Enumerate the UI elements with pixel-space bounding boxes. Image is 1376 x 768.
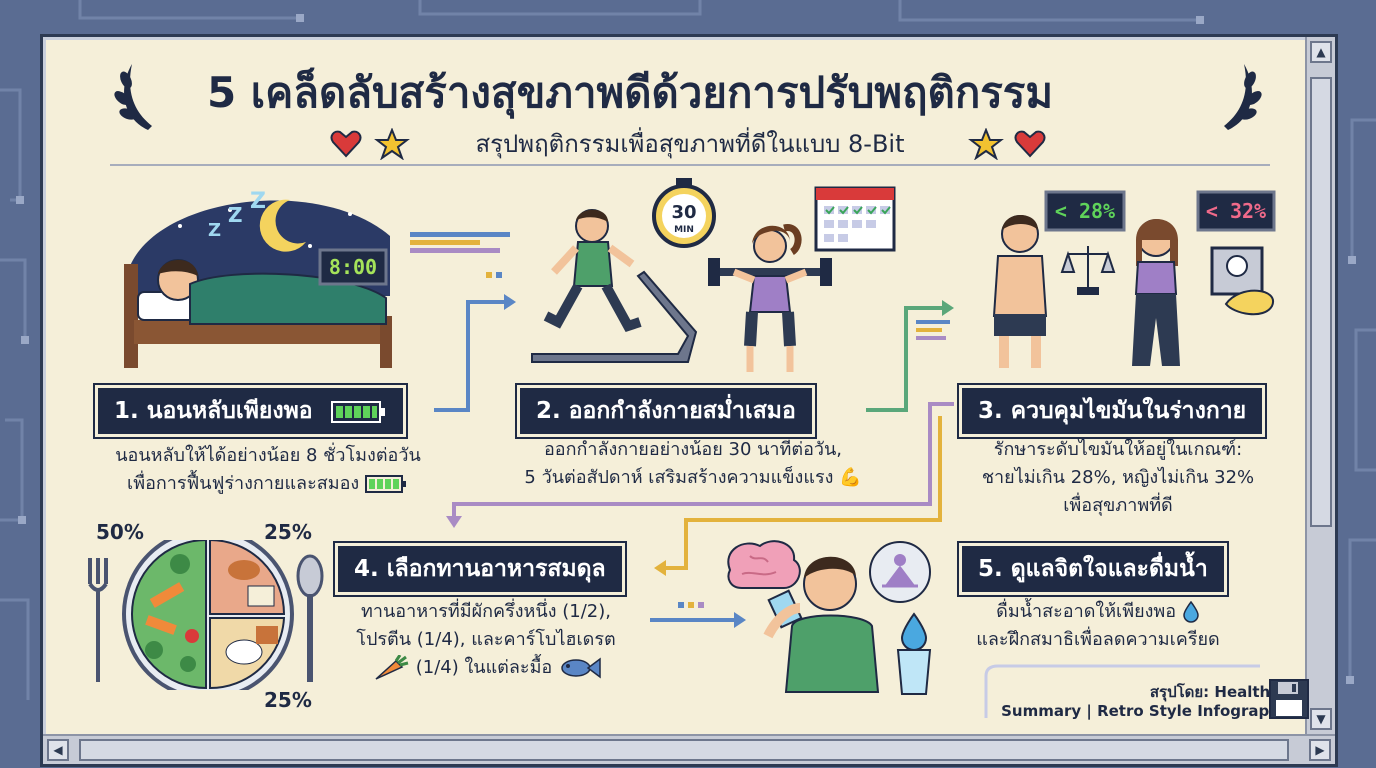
- scroll-down-icon[interactable]: ▼: [1310, 708, 1332, 730]
- arrow-2-to-3: [866, 300, 954, 412]
- tip-4-desc-line: (1/4) ในแต่ละมื้อ: [336, 654, 636, 682]
- tip-1-description: นอนหลับให้ได้อย่างน้อย 8 ชั่วโมงต่อวัน เ…: [88, 442, 448, 498]
- arrow-3-to-4: [446, 402, 954, 576]
- tip-1-desc-line: เพื่อการฟื้นฟูร่างกายและสมอง: [88, 470, 448, 498]
- floppy-disk-icon: [1269, 679, 1309, 719]
- horizontal-scroll-thumb[interactable]: [79, 739, 1289, 761]
- flexed-arm-icon: 💪: [839, 467, 862, 488]
- horizontal-scrollbar[interactable]: ◀ ▶: [43, 734, 1335, 764]
- vertical-scrollbar[interactable]: ▲ ▼: [1305, 37, 1335, 734]
- tip-5-desc-line: ดื่มน้ำสะอาดให้เพียงพอ: [948, 598, 1248, 626]
- scroll-up-icon[interactable]: ▲: [1310, 41, 1332, 63]
- clock-readout: 8:00: [329, 255, 377, 279]
- tip-2-label: 2. ออกกำลังกายสม่ำเสมอ: [536, 398, 796, 424]
- tip-1-label: 1. นอนหลับเพียงพอ: [114, 398, 313, 424]
- tip-2-description: ออกกำลังกายอย่างน้อย 30 นาทีต่อวัน, 5 วั…: [478, 436, 908, 492]
- tip-4-label: 4. เลือกทานอาหารสมดุล: [354, 556, 606, 582]
- tip-1-desc-line: นอนหลับให้ได้อย่างน้อย 8 ชั่วโมงต่อวัน: [115, 445, 421, 466]
- tip-3-label: 3. ควบคุมไขมันในร่างกาย: [978, 398, 1247, 424]
- heart-icon: [1014, 130, 1046, 158]
- svg-text:Z: Z: [208, 220, 221, 241]
- tip-5-desc-line: และฝึกสมาธิเพื่อลดความเครียด: [976, 629, 1220, 650]
- stopwatch-icon: 30 MIN: [652, 178, 716, 248]
- fish-icon: [561, 657, 601, 679]
- laurel-right-icon: [1224, 64, 1262, 130]
- arrow-1-to-2: [410, 232, 516, 412]
- water-drop-icon: [900, 612, 928, 651]
- tip-3-badge: 3. ควบคุมไขมันในร่างกาย: [962, 388, 1263, 434]
- plate-pct-carb: 25%: [264, 688, 312, 712]
- tip-3-description: รักษาระดับไขมันให้อยู่ในเกณฑ์: ชายไม่เกิ…: [948, 436, 1288, 520]
- water-drop-icon: [1183, 600, 1199, 623]
- zzz-icon: Z Z Z: [208, 189, 266, 241]
- vertical-scroll-thumb[interactable]: [1310, 77, 1332, 527]
- page-title: 5 เคล็ดลับสร้างสุขภาพดีด้วยการปรับพฤติกร…: [206, 68, 1054, 117]
- svg-text:MIN: MIN: [674, 225, 694, 235]
- credit-line-1: สรุปโดย: HealthBit: [1149, 683, 1294, 701]
- tip-3-desc-line: เพื่อสุขภาพที่ดี: [1063, 495, 1173, 516]
- female-readout: < 32%: [1206, 199, 1266, 223]
- svg-text:30: 30: [671, 202, 696, 223]
- brain-icon: [727, 540, 801, 589]
- svg-text:Z: Z: [228, 203, 243, 227]
- heart-icon: [330, 130, 362, 158]
- star-icon: [968, 128, 1004, 160]
- tip-5-badge: 5. ดูแลจิตใจและดื่มน้ำ: [962, 546, 1224, 592]
- plate-pct-protein: 25%: [264, 520, 312, 544]
- title-divider: [110, 164, 1270, 166]
- spoon-icon: [296, 554, 324, 682]
- tip-5-description: ดื่มน้ำสะอาดให้เพียงพอ และฝึกสมาธิเพื่อล…: [948, 598, 1248, 654]
- scroll-right-icon[interactable]: ▶: [1309, 739, 1331, 761]
- credit-line-2: Summary | Retro Style Infographic: [1001, 702, 1294, 720]
- svg-text:Z: Z: [250, 189, 266, 214]
- credit-frame: [984, 664, 1260, 718]
- tip-5-label: 5. ดูแลจิตใจและดื่มน้ำ: [978, 556, 1208, 582]
- carrot-icon: [375, 654, 409, 680]
- plate-illustration: [88, 540, 324, 690]
- fork-icon: [88, 558, 108, 682]
- tip-2-desc-line: 5 วันต่อสัปดาห์ เสริมสร้างความแข็งแรง 💪: [524, 467, 862, 488]
- heart-star-right-icon: [968, 128, 1046, 160]
- scroll-left-icon[interactable]: ◀: [47, 739, 69, 761]
- exercise-illustration: 30 MIN: [531, 178, 896, 372]
- tip-4-desc-line: ทานอาหารที่มีผักครึ่งหนึ่ง (1/2),: [361, 601, 611, 622]
- meditation-bubble-icon: [869, 541, 931, 603]
- heart-star-left-icon: [330, 128, 410, 160]
- tip-2-desc-line: ออกกำลังกายอย่างน้อย 30 นาทีต่อวัน,: [543, 439, 843, 460]
- page-subtitle: สรุปพฤติกรรมเพื่อสุขภาพที่ดีในแบบ 8-Bit: [475, 130, 905, 158]
- arrow-4-to-5: [650, 602, 746, 628]
- tip-4-desc-line: โปรตีน (1/4), และคาร์โบไฮเดรต: [356, 629, 616, 650]
- tip-3-desc-line: รักษาระดับไขมันให้อยู่ในเกณฑ์:: [993, 439, 1243, 460]
- tip-3-desc-line: ชายไม่เกิน 28%, หญิงไม่เกิน 32%: [981, 467, 1255, 488]
- scale-tape-icon: [1210, 246, 1275, 316]
- sleep-illustration: Z Z Z 8:00: [124, 189, 392, 368]
- tip-4-badge: 4. เลือกทานอาหารสมดุล: [338, 546, 622, 592]
- tip-1-badge: 1. นอนหลับเพียงพอ: [98, 388, 403, 434]
- bodyfat-illustration: < 28% < 32%: [992, 190, 1276, 368]
- battery-icon: [330, 400, 385, 423]
- laurel-left-icon: [114, 64, 152, 130]
- tip-2-badge: 2. ออกกำลังกายสม่ำเสมอ: [520, 388, 812, 434]
- plate-pct-veg: 50%: [96, 520, 144, 544]
- tip-4-description: ทานอาหารที่มีผักครึ่งหนึ่ง (1/2), โปรตีน…: [336, 598, 636, 682]
- mind-water-illustration: [727, 540, 932, 695]
- scale-balance-icon: [1060, 246, 1116, 295]
- calendar-icon: [814, 186, 896, 252]
- star-icon: [374, 128, 410, 160]
- battery-icon: [364, 475, 406, 493]
- water-glass-icon: [896, 649, 932, 695]
- male-readout: < 28%: [1055, 199, 1115, 223]
